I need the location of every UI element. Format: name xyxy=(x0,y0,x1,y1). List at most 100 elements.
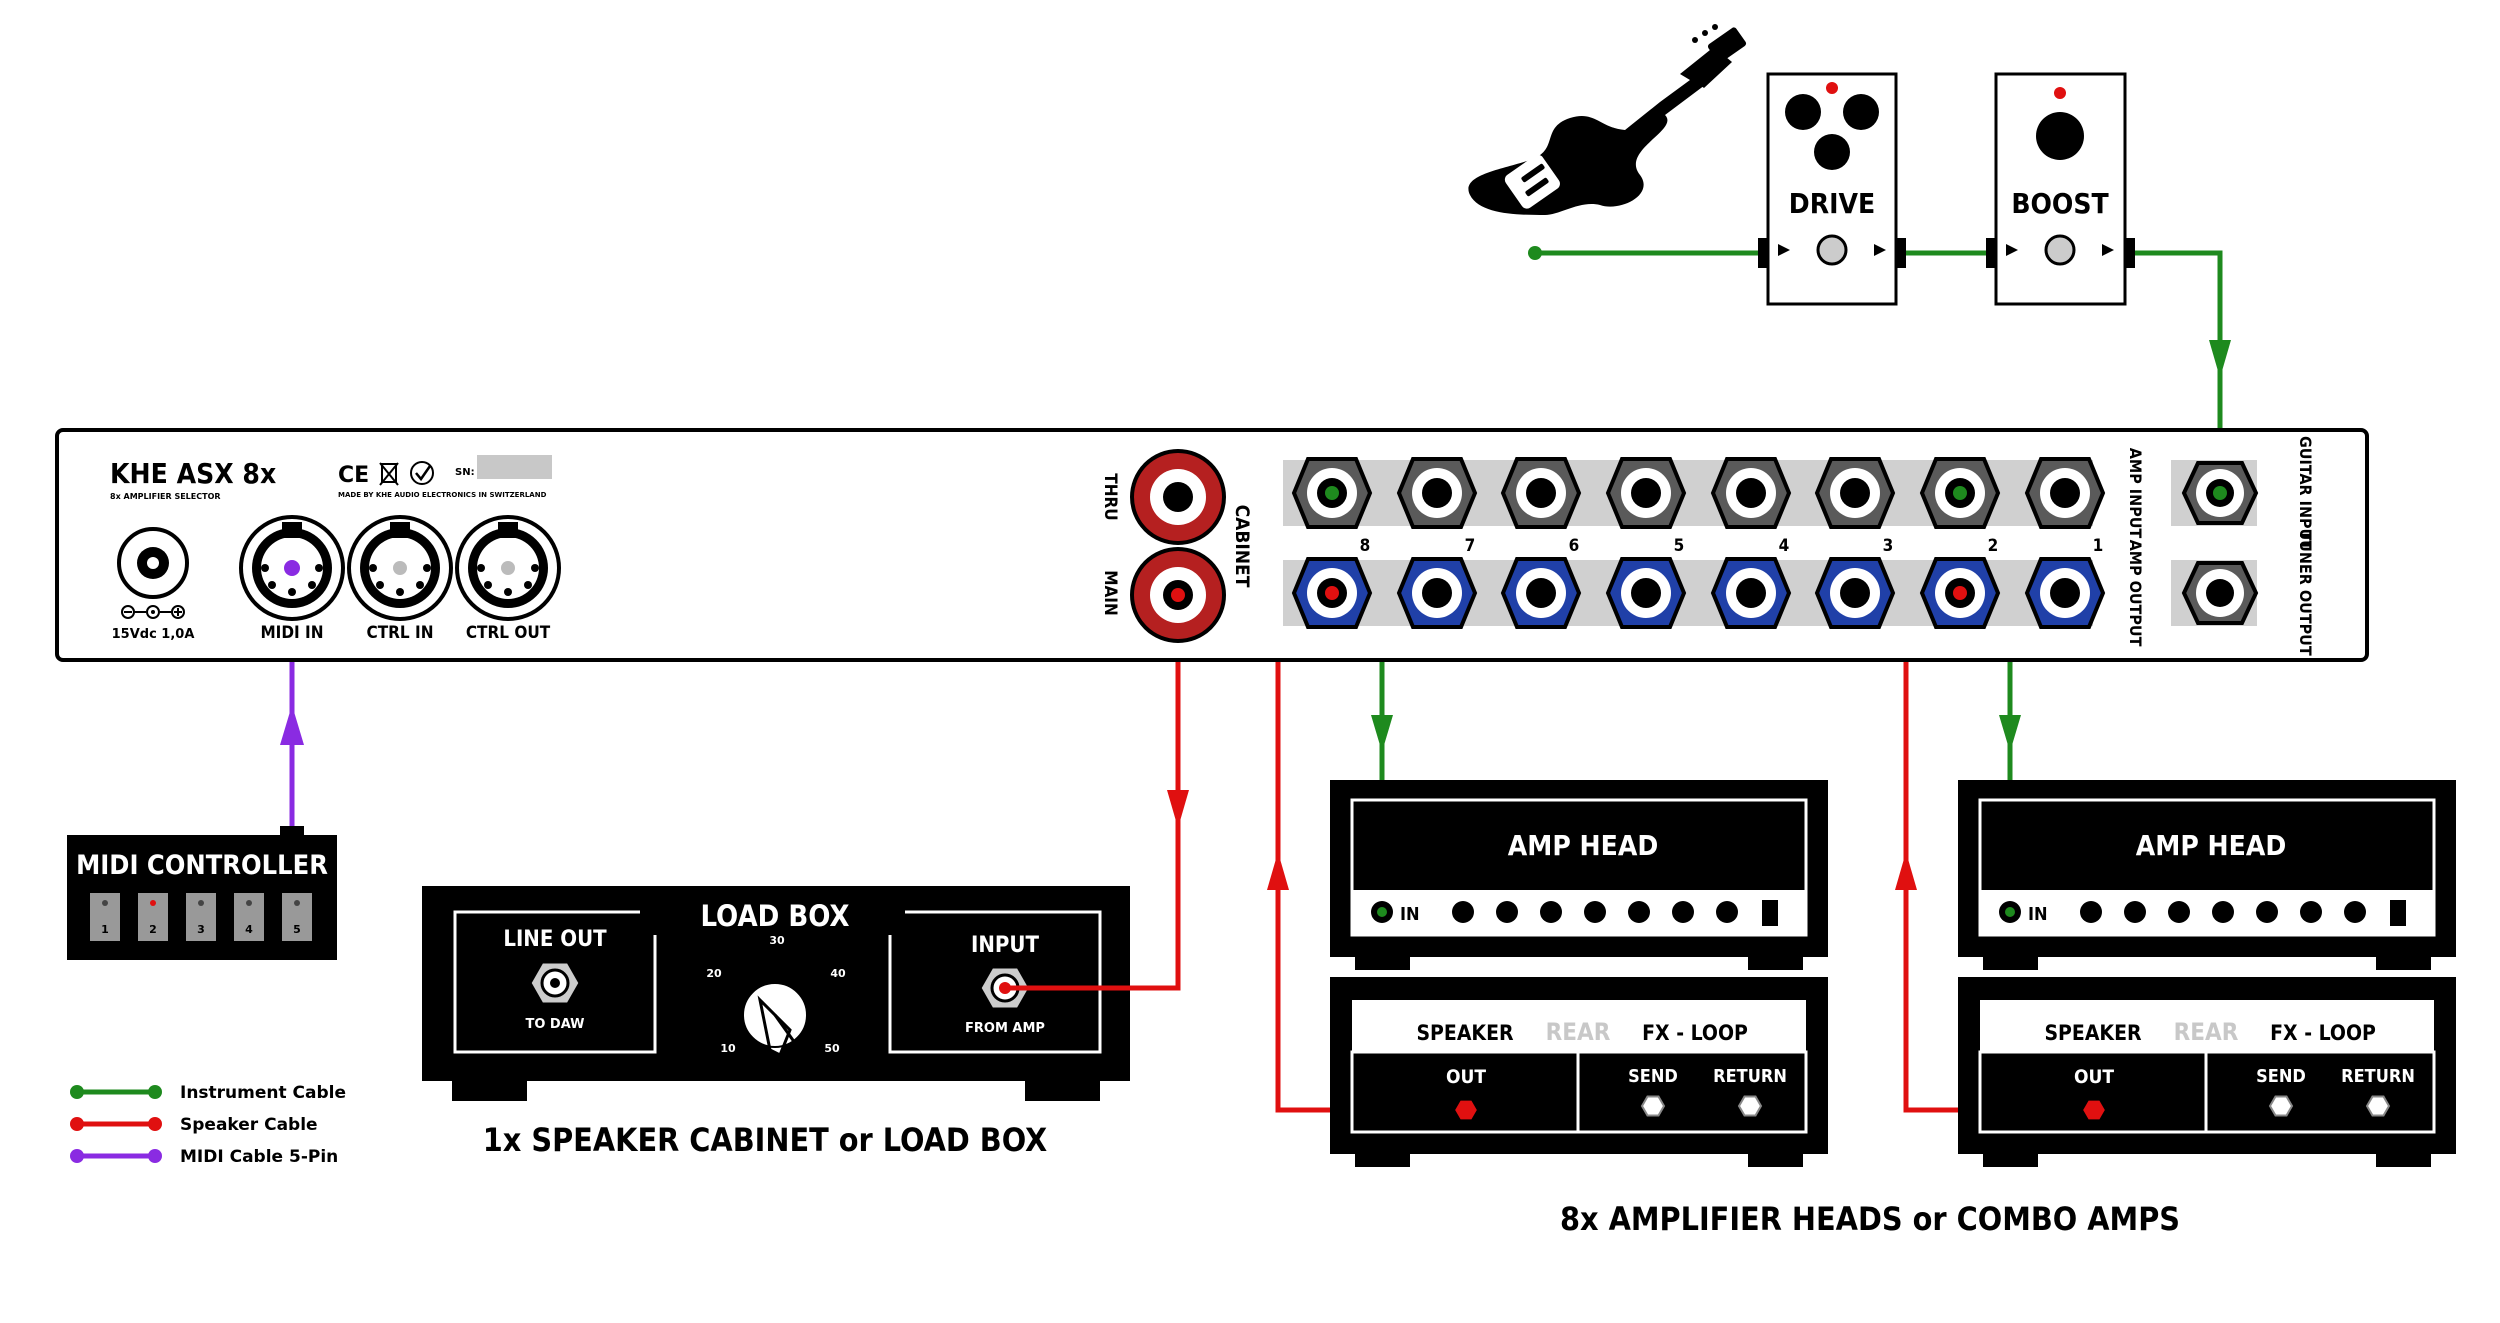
amp-input-jack-5[interactable] xyxy=(1605,457,1687,529)
amp-output-jack-4[interactable] xyxy=(1710,557,1792,629)
amp-input-jack-4[interactable] xyxy=(1710,457,1792,529)
fx-send-jack[interactable] xyxy=(2268,1095,2294,1117)
amp-input-jack-3[interactable] xyxy=(1814,457,1896,529)
amp-output-jack-5[interactable] xyxy=(1605,557,1687,629)
channel-number: 6 xyxy=(1569,536,1580,556)
arrow-down-icon xyxy=(1999,715,2021,752)
load-box: LOAD BOX LINE OUT TO DAW INPUT FROM AMP … xyxy=(422,886,1178,1101)
channel-number: 4 xyxy=(1779,536,1790,556)
cabinet-thru-jack[interactable] xyxy=(1130,449,1226,545)
midi-button-label: 4 xyxy=(245,923,253,936)
midi-footswitch-3[interactable]: 3 xyxy=(186,893,216,941)
amp-knob-icon[interactable] xyxy=(1716,901,1738,923)
legend-item: Speaker Cable xyxy=(70,1115,318,1135)
amp-input-jack-1[interactable] xyxy=(2024,457,2106,529)
legend-item: MIDI Cable 5-Pin xyxy=(70,1147,338,1167)
amp-head-title: AMP HEAD xyxy=(2136,829,2287,862)
amp-knob-icon[interactable] xyxy=(2300,901,2322,923)
rear-label: REAR xyxy=(1546,1018,1611,1046)
ctrl-out-socket[interactable] xyxy=(455,515,561,621)
ctrl-in-socket[interactable] xyxy=(347,515,453,621)
amp-knob-icon[interactable] xyxy=(1496,901,1518,923)
input-label: INPUT xyxy=(971,933,1039,958)
speaker-out-jack[interactable] xyxy=(2080,1098,2108,1122)
tuner-output-label: TUNER OUTPUT xyxy=(2296,530,2315,655)
fx-return-jack[interactable] xyxy=(1737,1095,1763,1117)
amp-knob-icon[interactable] xyxy=(2256,901,2278,923)
amp-output-jack-7[interactable] xyxy=(1396,557,1478,629)
knob-scale-value: 20 xyxy=(706,967,722,980)
fx-loop-label: FX - LOOP xyxy=(2270,1021,2376,1045)
amp-in-jack[interactable] xyxy=(1999,901,2021,923)
power-switch-icon[interactable] xyxy=(1762,900,1778,926)
thru-label: THRU xyxy=(1100,473,1120,520)
knob-icon[interactable] xyxy=(1814,134,1850,170)
power-label: 15Vdc 1,0A xyxy=(112,627,195,642)
amp-knob-icon[interactable] xyxy=(2124,901,2146,923)
knob-scale-value: 10 xyxy=(720,1042,736,1055)
attenuation-knob[interactable] xyxy=(742,982,808,1058)
amp-input-jack-7[interactable] xyxy=(1396,457,1478,529)
drive-pedal[interactable]: DRIVE xyxy=(1758,72,1906,306)
fx-return-jack[interactable] xyxy=(2365,1095,2391,1117)
boost-pedal[interactable]: BOOST xyxy=(1986,72,2135,306)
serial-number-field xyxy=(477,455,552,479)
arrow-up-icon xyxy=(1267,852,1289,890)
cabinet-main-jack[interactable] xyxy=(1130,547,1226,643)
midi-footswitch-2[interactable]: 2 xyxy=(138,893,168,941)
amp-knob-icon[interactable] xyxy=(1540,901,1562,923)
amp-output-jack-3[interactable] xyxy=(1814,557,1896,629)
amp-output-jack-1[interactable] xyxy=(2024,557,2106,629)
speaker-label: SPEAKER xyxy=(1416,1021,1514,1045)
amp-knob-icon[interactable] xyxy=(1584,901,1606,923)
send-label: SEND xyxy=(1628,1066,1678,1087)
knob-icon[interactable] xyxy=(1843,94,1879,130)
knob-icon[interactable] xyxy=(1785,94,1821,130)
power-jack[interactable] xyxy=(117,527,189,599)
rear-label: REAR xyxy=(2174,1018,2239,1046)
amp-input-jack-8[interactable] xyxy=(1291,457,1373,529)
drive-label: DRIVE xyxy=(1789,187,1875,220)
midi-controller-title: MIDI CONTROLLER xyxy=(76,850,328,881)
legend-label: Speaker Cable xyxy=(180,1115,318,1135)
midi-controller[interactable]: MIDI CONTROLLER 1 2 3 4 5 xyxy=(67,826,337,960)
midi-footswitch-1[interactable]: 1 xyxy=(90,893,120,941)
tuner-output-jack[interactable] xyxy=(2181,561,2259,625)
sn-label: SN: xyxy=(455,467,475,478)
amp-knob-icon[interactable] xyxy=(2212,901,2234,923)
line-out-jack[interactable] xyxy=(528,960,582,1006)
amp-knob-icon[interactable] xyxy=(1452,901,1474,923)
speaker-out-jack[interactable] xyxy=(1452,1098,1480,1122)
midi-footswitch-4[interactable]: 4 xyxy=(234,893,264,941)
amp-knob-icon[interactable] xyxy=(2080,901,2102,923)
knob-icon[interactable] xyxy=(2036,112,2084,160)
main-label: MAIN xyxy=(1100,570,1120,616)
return-label: RETURN xyxy=(1713,1066,1787,1087)
channel-number: 5 xyxy=(1674,536,1685,556)
footswitch-icon[interactable] xyxy=(1816,234,1848,266)
amp-knob-icon[interactable] xyxy=(1672,901,1694,923)
fx-send-jack[interactable] xyxy=(1640,1095,1666,1117)
amp-output-jack-6[interactable] xyxy=(1500,557,1582,629)
amp-output-jack-8[interactable] xyxy=(1291,557,1373,629)
midi-in-socket[interactable] xyxy=(239,515,345,621)
guitar-input-jack[interactable] xyxy=(2181,461,2259,525)
power-switch-icon[interactable] xyxy=(2390,900,2406,926)
midi-footswitch-5[interactable]: 5 xyxy=(282,893,312,941)
amp-input-label: AMP INPUT xyxy=(2126,448,2145,539)
amp-in-jack[interactable] xyxy=(1371,901,1393,923)
made-in-label: MADE BY KHE AUDIO ELECTRONICS IN SWITZER… xyxy=(338,491,547,499)
midi-button-label: 2 xyxy=(149,923,157,936)
amp-knob-icon[interactable] xyxy=(2344,901,2366,923)
amp-output-jack-2[interactable] xyxy=(1919,557,2001,629)
amp-input-jack-6[interactable] xyxy=(1500,457,1582,529)
amp-knob-icon[interactable] xyxy=(2168,901,2190,923)
amp-knob-icon[interactable] xyxy=(1628,901,1650,923)
footswitch-icon[interactable] xyxy=(2044,234,2076,266)
cabinet-label: CABINET xyxy=(1231,505,1253,588)
knob-scale-value: 50 xyxy=(824,1042,840,1055)
amp-input-jack-2[interactable] xyxy=(1919,457,2001,529)
